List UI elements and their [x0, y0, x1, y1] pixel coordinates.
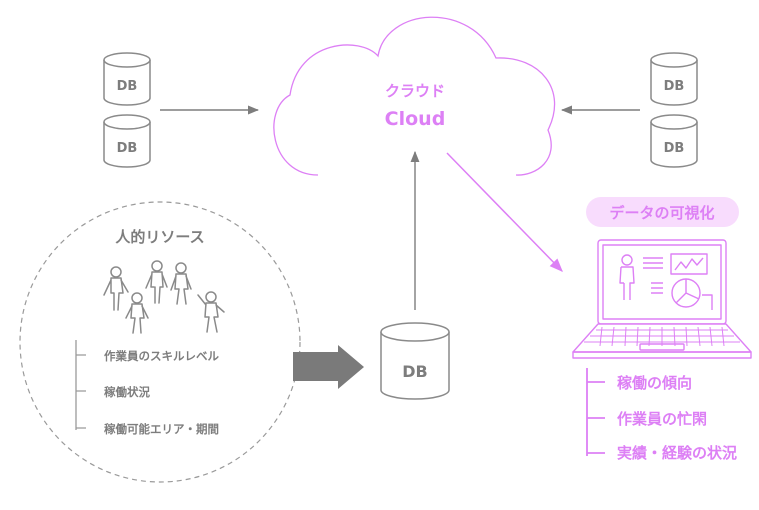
resources-item: 作業員のスキルレベル [104, 349, 219, 363]
resources-item: 稼働状況 [104, 385, 150, 399]
text-lines-icon [651, 282, 663, 294]
cloud-label-en: Cloud [385, 108, 446, 130]
line-chart-icon [670, 253, 708, 275]
text-lines-icon [643, 257, 663, 269]
visualization-item: 実績・経験の状況 [617, 444, 737, 462]
cloud: クラウド Cloud [273, 16, 556, 176]
resources-list-bracket [75, 340, 86, 430]
visualization-list-bracket [586, 368, 605, 456]
db-label: DB [664, 141, 685, 156]
worker-icon [197, 291, 225, 333]
big-arrow-to-db [293, 345, 364, 389]
db-label: DB [117, 79, 138, 94]
worker-icon [125, 292, 149, 334]
pie-chart-icon [671, 278, 701, 308]
person-icon [619, 254, 635, 300]
worker-icon [103, 266, 129, 311]
resources-item: 稼働可能エリア・期間 [104, 422, 219, 436]
resources-title: 人的リソース [115, 228, 204, 246]
db-icon: DB [103, 52, 151, 106]
laptop-icon [572, 239, 752, 359]
worker-icon [145, 260, 168, 304]
visualization-item: 稼働の傾向 [617, 374, 692, 392]
workers-icon [103, 260, 225, 334]
db-label: DB [402, 362, 427, 381]
db-label: DB [117, 141, 138, 156]
db-icon: DB [103, 114, 151, 168]
human-resources-circle: 人的リソース 作業員のスキルレベル [19, 201, 301, 483]
db-icon: DB [380, 322, 450, 400]
visualization-badge-label: データの可視化 [609, 204, 714, 222]
worker-icon [170, 262, 192, 305]
cloud-label-jp: クラウド [385, 82, 445, 100]
visualization-badge: データの可視化 [586, 197, 739, 227]
db-label: DB [664, 79, 685, 94]
db-icon: DB [650, 52, 698, 106]
visualization-list: 稼働の傾向 作業員の忙閑 実績・経験の状況 [586, 368, 737, 462]
db-icon: DB [650, 114, 698, 168]
arrow-cloud-to-visualization [446, 152, 563, 272]
connector-icon [702, 294, 713, 310]
visualization-item: 作業員の忙閑 [617, 410, 707, 428]
